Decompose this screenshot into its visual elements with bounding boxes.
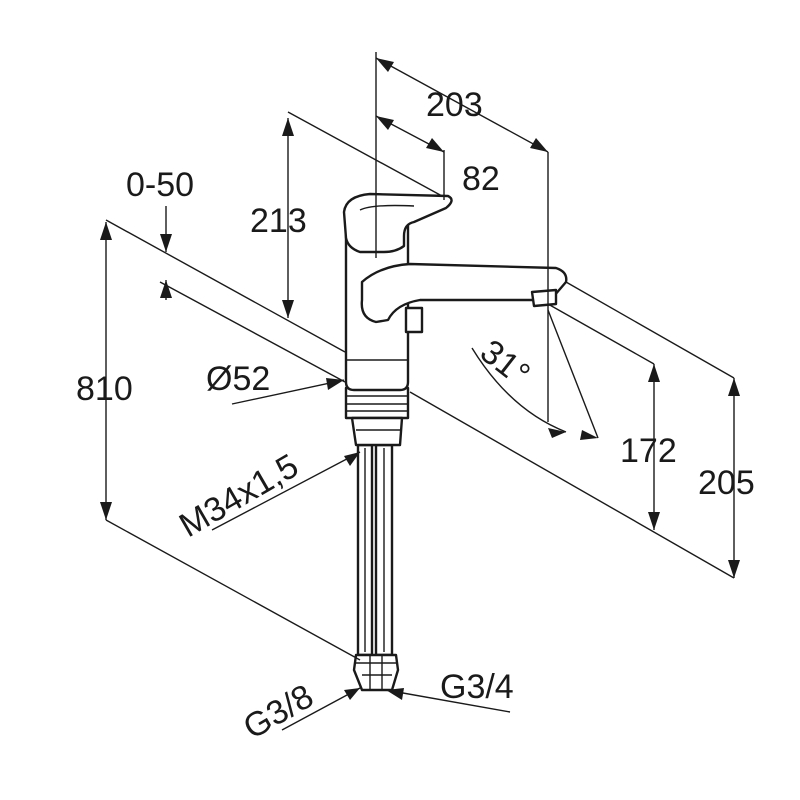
supply-hoses — [356, 443, 394, 657]
spout — [360, 262, 568, 324]
lever-handle — [342, 192, 453, 254]
dim-conn-right: G3/4 — [440, 668, 514, 706]
dim-conn-left: G3/8 — [237, 677, 320, 747]
dim-lever-reach: 82 — [462, 160, 500, 198]
dim-base-diameter: Ø52 — [206, 360, 270, 398]
faucet-illustration — [342, 192, 568, 692]
arrowheads — [100, 58, 740, 700]
dim-overall-height: 205 — [698, 464, 755, 502]
dimension-labels: 203 82 0-50 213 810 Ø52 172 205 G3/4 M34… — [76, 86, 755, 747]
dim-total-height: 810 — [76, 370, 133, 408]
dim-reach-total: 203 — [426, 86, 483, 124]
dim-tilt-range: 0-50 — [126, 166, 194, 204]
dim-spout-height: 213 — [250, 202, 307, 240]
dim-outlet-height: 172 — [620, 432, 677, 470]
dim-spray-angle: 31° — [473, 332, 537, 394]
dim-thread: M34x1,5 — [173, 447, 305, 545]
dimension-lines — [105, 52, 735, 731]
hose-fittings — [352, 653, 400, 692]
threaded-shank — [344, 386, 410, 447]
